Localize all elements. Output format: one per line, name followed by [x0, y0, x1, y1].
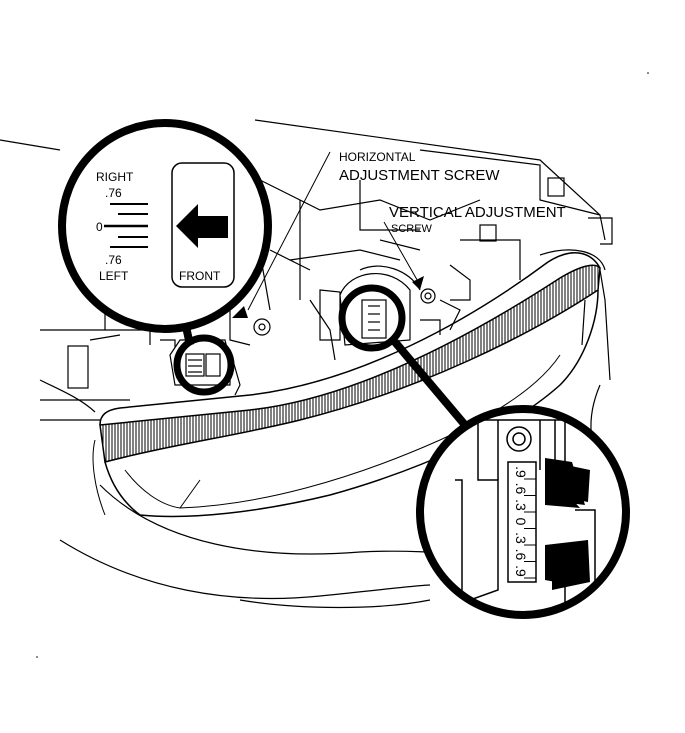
gauge-bottom-value: .76 — [105, 253, 122, 267]
front-direction-arrow — [176, 204, 228, 248]
gauge-top-value: .76 — [105, 186, 122, 200]
horizontal-callout-line1: HORIZONTAL — [339, 150, 416, 164]
gauge-right-label: RIGHT — [96, 170, 134, 184]
scale-value: .9 — [513, 565, 529, 577]
horizontal-adjuster-ring — [173, 334, 235, 396]
gauge-left-label: LEFT — [99, 269, 129, 283]
horizontal-screw-pointer — [232, 306, 248, 318]
scale-value: 0 — [513, 518, 529, 526]
scale-value: .3 — [513, 532, 529, 544]
vertical-gauge-magnifier: .9 .6 .3 0 .3 .6 .9 — [416, 405, 630, 619]
vertical-screw-pointer — [412, 276, 424, 290]
horizontal-gauge-magnifier: RIGHT .76 0 .76 LEFT FRONT — [58, 119, 272, 333]
lower-arrow-tail — [552, 540, 590, 590]
vertical-scale: .9 .6 .3 0 .3 .6 .9 — [513, 466, 536, 579]
scale-value: .3 — [513, 499, 529, 511]
scale-value: .6 — [513, 549, 529, 561]
horizontal-adjuster-housing — [169, 339, 231, 386]
scale-value: .9 — [513, 466, 529, 478]
gauge-zero-value: 0 — [96, 220, 103, 234]
scale-value: .6 — [513, 483, 529, 495]
vertical-callout-leader — [383, 221, 421, 286]
headlamp-assembly — [92, 252, 601, 518]
headlamp-lens — [99, 264, 601, 463]
vertical-callout-line2: SCREW — [391, 223, 433, 235]
vertical-adjuster-ring — [338, 284, 406, 352]
vertical-callout-line1: VERTICAL ADJUSTMENT — [389, 204, 566, 221]
magnifier-connector-right — [391, 339, 469, 428]
horizontal-callout-leader — [247, 151, 331, 311]
horizontal-callout-line2: ADJUSTMENT SCREW — [339, 167, 500, 184]
upper-arrow-tail — [552, 462, 590, 502]
gauge-front-label: FRONT — [179, 269, 221, 283]
